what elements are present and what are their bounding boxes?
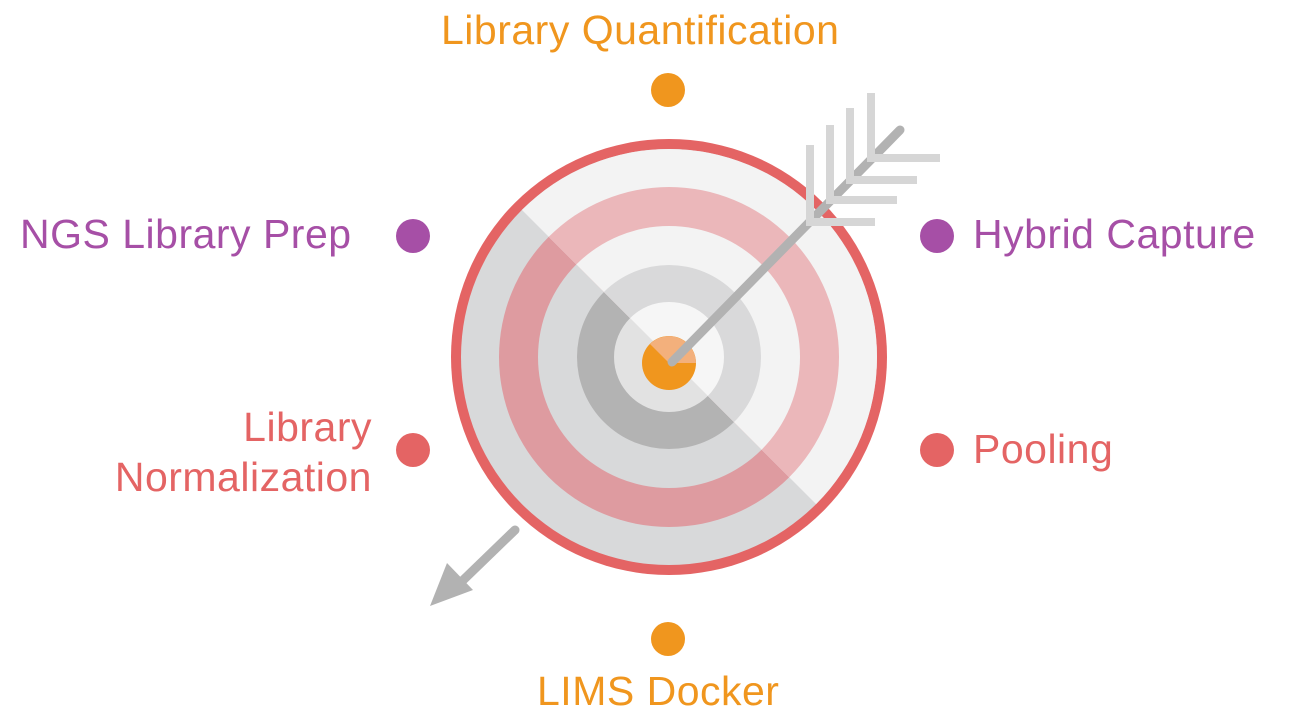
- arrow-feathers: [806, 93, 940, 226]
- dot-hybrid-capture: [920, 219, 954, 253]
- label-library-normalization-line2: Normalization: [114, 454, 372, 500]
- label-lims-docker: LIMS Docker: [537, 668, 780, 714]
- label-ngs-library-prep: NGS Library Prep: [20, 211, 352, 257]
- dot-ngs-library-prep: [396, 219, 430, 253]
- arrow-tail-shaft: [450, 525, 520, 593]
- dot-library-quantification: [651, 73, 685, 107]
- dot-library-normalization: [396, 433, 430, 467]
- dot-lims-docker: [651, 622, 685, 656]
- dot-pooling: [920, 433, 954, 467]
- label-library-quantification: Library Quantification: [441, 7, 840, 53]
- arrow-head: [430, 563, 473, 606]
- label-pooling: Pooling: [973, 426, 1114, 472]
- arrow-shaft: [667, 125, 905, 367]
- label-library-normalization-line1: Library: [243, 404, 372, 450]
- label-hybrid-capture: Hybrid Capture: [973, 211, 1256, 257]
